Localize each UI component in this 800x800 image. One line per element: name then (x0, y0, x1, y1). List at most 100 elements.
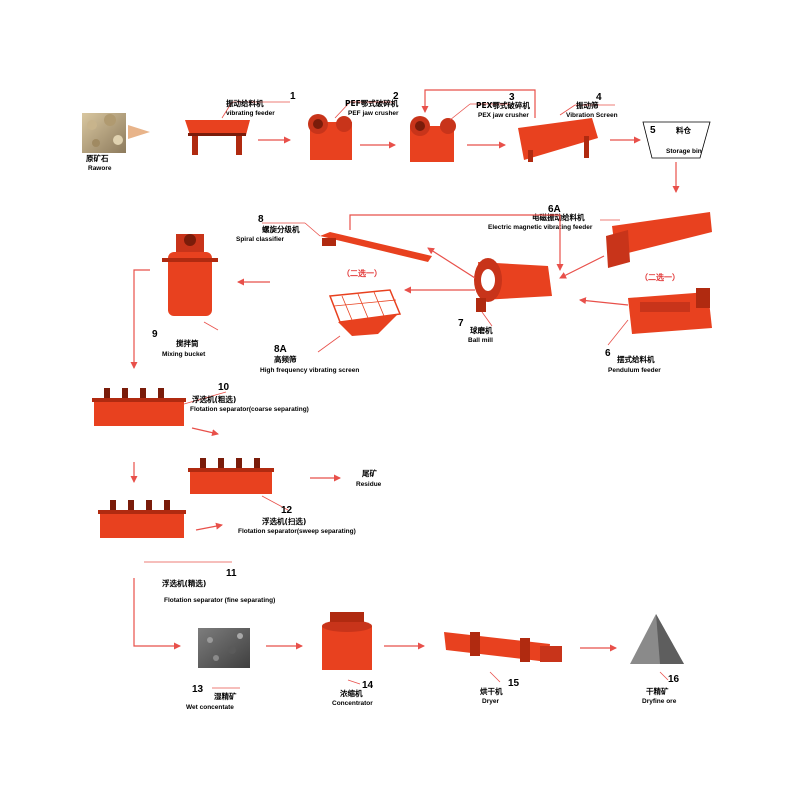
flotation-coarse-number: 10 (218, 382, 230, 393)
wet-concentrate-node: 13 湿精矿 Wet concentate (186, 628, 250, 711)
residue-en: Residue (356, 481, 382, 488)
spiral-classifier-node: 8 螺旋分级机 Spiral classifier (236, 214, 432, 262)
pef-crusher-en: PEF jaw crusher (348, 110, 399, 117)
flotation-sweep-node: 12 浮选机(扫选) Flotation separator(sweep sep… (188, 458, 356, 535)
arrow-11-12 (195, 522, 223, 531)
pendulum-feeder-number: 6 (605, 348, 611, 359)
flotation-coarse-zh: 浮选机(粗选) (192, 394, 236, 404)
vibration-screen-node: 4 振动筛 Vibration Screen (518, 92, 618, 162)
hf-screen-machine (328, 289, 402, 323)
pef-crusher-number: 2 (393, 91, 399, 102)
dryfine-ore-node: 16 干精矿 Dryfine ore (630, 614, 684, 705)
dryfine-ore-number: 16 (668, 674, 680, 685)
flotation-sweep-machine (190, 468, 272, 494)
ball-mill-node: 7 球磨机 Ball mill (458, 258, 552, 344)
em-feeder-node: 6A 电磁振动给料机 Electric magnetic vibrating f… (488, 204, 712, 268)
vibrating-feeder-en: vibrating feeder (226, 110, 275, 117)
arrow-10-12 (191, 427, 219, 437)
raw-ore-arrow (128, 125, 150, 139)
arrow-6a-7 (559, 255, 605, 279)
pex-crusher-node: 3 PEX鄂式破碎机 PEX jaw crusher (410, 92, 530, 162)
hf-screen-number: 8A (274, 344, 287, 355)
flotation-coarse-en: Flotation separator(coarse separating) (190, 406, 309, 413)
storage-bin-zh: 料仓 (676, 125, 691, 135)
ball-mill-number: 7 (458, 318, 464, 329)
pex-crusher-en: PEX jaw crusher (478, 112, 529, 119)
vibrating-feeder-machine (185, 120, 250, 135)
spiral-classifier-en: Spiral classifier (236, 236, 285, 243)
dryfine-ore-en: Dryfine ore (642, 698, 677, 705)
flotation-sweep-zh: 浮选机(扫选) (262, 516, 306, 526)
pef-crusher-node: 2 PEF鄂式破碎机 PEF jaw crusher (308, 91, 399, 160)
raw-ore-image (82, 113, 126, 153)
arrow-6-7 (579, 297, 629, 306)
raw-ore-zh: 原矿石 (86, 153, 109, 163)
flotation-fine-zh: 浮选机(精选) (162, 578, 206, 588)
spiral-classifier-zh: 螺旋分级机 (262, 224, 300, 234)
flotation-fine-machine (100, 510, 184, 538)
mixing-bucket-en: Mixing bucket (162, 351, 206, 358)
vibration-screen-machine (518, 118, 598, 160)
hf-screen-en: High frequency vibrating screen (260, 367, 359, 374)
raw-ore-node: 原矿石 Rawore (82, 113, 126, 172)
pendulum-feeder-en: Pendulum feeder (608, 367, 661, 374)
dryfine-ore-zh: 干精矿 (646, 686, 669, 696)
raw-ore-en: Rawore (88, 165, 112, 172)
residue-zh: 尾矿 (361, 468, 377, 478)
concentrator-node: 14 浓缩机 Concentrator (322, 612, 374, 707)
arrow-9-10 (130, 269, 150, 369)
flotation-coarse-node: 10 浮选机(粗选) Flotation separator(coarse se… (92, 382, 309, 426)
arrow-4-return-3 (421, 89, 536, 118)
select-one-left: （二选一） (342, 268, 382, 278)
flotation-sweep-en: Flotation separator(sweep separating) (238, 528, 356, 535)
pex-crusher-number: 3 (509, 92, 515, 103)
vibration-screen-number: 4 (596, 92, 602, 103)
storage-bin-number: 5 (650, 125, 656, 136)
vibrating-feeder-number: 1 (290, 91, 296, 102)
wet-concentrate-en: Wet concentate (186, 704, 234, 711)
wet-concentrate-zh: 湿精矿 (214, 691, 237, 701)
concentrator-zh: 浓缩机 (340, 688, 363, 698)
pendulum-feeder-node: （二选一） 6 摆式给料机 Pendulum feeder (605, 272, 712, 374)
flotation-sweep-number: 12 (281, 505, 293, 516)
pendulum-feeder-zh: 摆式给料机 (617, 354, 655, 364)
concentrator-en: Concentrator (332, 700, 373, 707)
storage-bin-shape (642, 121, 711, 159)
mixing-bucket-machine (168, 252, 212, 316)
em-feeder-zh: 电磁振动给料机 (532, 212, 585, 222)
spiral-classifier-machine (320, 232, 432, 262)
em-feeder-en: Electric magnetic vibrating feeder (488, 224, 593, 231)
storage-bin-en: Storage bin (666, 148, 702, 155)
mixing-bucket-node: 9 搅拌筒 Mixing bucket (152, 234, 219, 358)
vibration-screen-en: Vibration Screen (566, 112, 618, 119)
vibrating-feeder-zh: 振动给料机 (226, 98, 264, 108)
mixing-bucket-number: 9 (152, 329, 158, 340)
flotation-fine-number: 11 (226, 568, 237, 579)
ball-mill-zh: 球磨机 (470, 325, 493, 335)
vibrating-feeder-node: 1 振动给料机 vibrating feeder (185, 91, 296, 155)
select-one-right: （二选一） (640, 272, 680, 282)
ball-mill-en: Ball mill (468, 337, 493, 344)
flotation-fine-node: 11 浮选机(精选) Flotation separator (fine sep… (98, 500, 275, 604)
pef-crusher-zh: PEF鄂式破碎机 (345, 98, 399, 108)
dryer-number: 15 (508, 678, 520, 689)
vibration-screen-zh: 振动筛 (576, 100, 599, 110)
hf-screen-zh: 高频筛 (274, 354, 297, 364)
mixing-bucket-zh: 搅拌筒 (176, 338, 199, 348)
flotation-coarse-machine (94, 398, 184, 426)
hf-screen-node: （二选一） 8A 高频筛 High frequency vibrating sc… (260, 268, 402, 374)
em-feeder-machine (612, 212, 712, 256)
flotation-fine-en: Flotation separator (fine separating) (164, 597, 275, 604)
dryer-machine (444, 632, 550, 662)
arrow-11-13 (133, 578, 181, 650)
dryer-en: Dryer (482, 698, 499, 705)
pex-crusher-zh: PEX鄂式破碎机 (476, 100, 530, 110)
wet-concentrate-number: 13 (192, 684, 204, 695)
spiral-classifier-number: 8 (258, 214, 264, 225)
arrow-8-return-7 (349, 214, 564, 271)
concentrator-machine (322, 626, 372, 670)
em-feeder-number: 6A (548, 204, 561, 215)
residue-node: 尾矿 Residue (356, 468, 382, 488)
storage-bin-node: 5 料仓 Storage bin (642, 121, 711, 159)
